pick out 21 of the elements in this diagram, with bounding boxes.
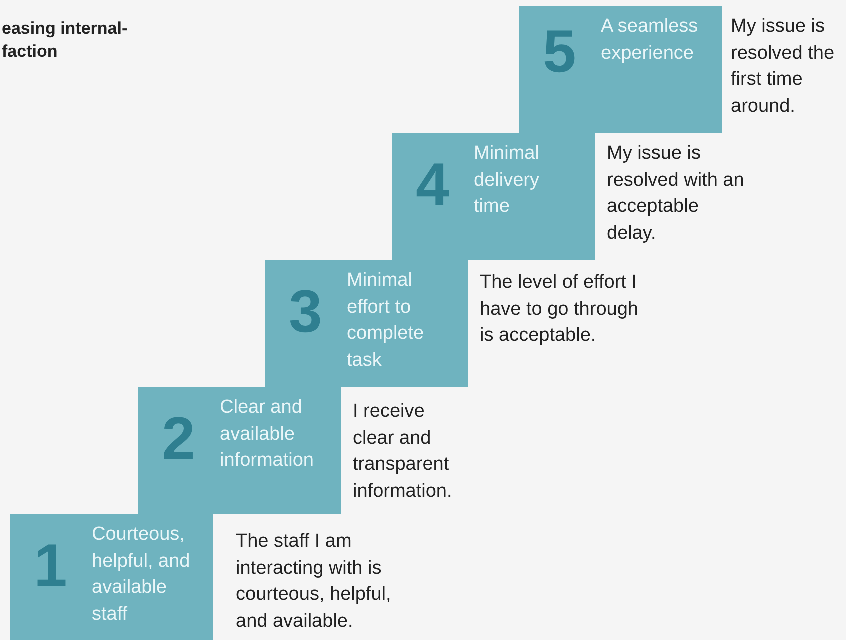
step-description: My issue is resolved the first time around. [731,15,836,118]
step-number: 2 [162,409,196,469]
step-number: 4 [416,155,450,215]
step-title: Minimal delivery time [474,142,540,219]
step-block [138,387,341,514]
heading: easing internal- faction [2,18,129,63]
step-description: The staff I am interacting with is courteous, helpful, and available. [236,530,392,634]
step-title: Clear and available information [220,396,315,473]
step-number: 3 [289,282,322,342]
step-number: 1 [34,536,68,596]
step-description: The level of effort I have to go through is acceptable. [480,271,640,348]
step-title: Courteous, helpful, and available staff [92,523,192,626]
step-title: Minimal effort to complete task [347,269,426,372]
step-block [10,514,213,640]
step-description: My issue is resolved with an acceptable delay. [607,142,746,246]
step-block [519,6,722,133]
step-title: A seamless experience [601,15,700,66]
step-block [392,133,595,260]
step-block [265,260,468,387]
step-description: I receive clear and transparent information. [353,400,454,504]
step-number: 5 [543,22,576,82]
